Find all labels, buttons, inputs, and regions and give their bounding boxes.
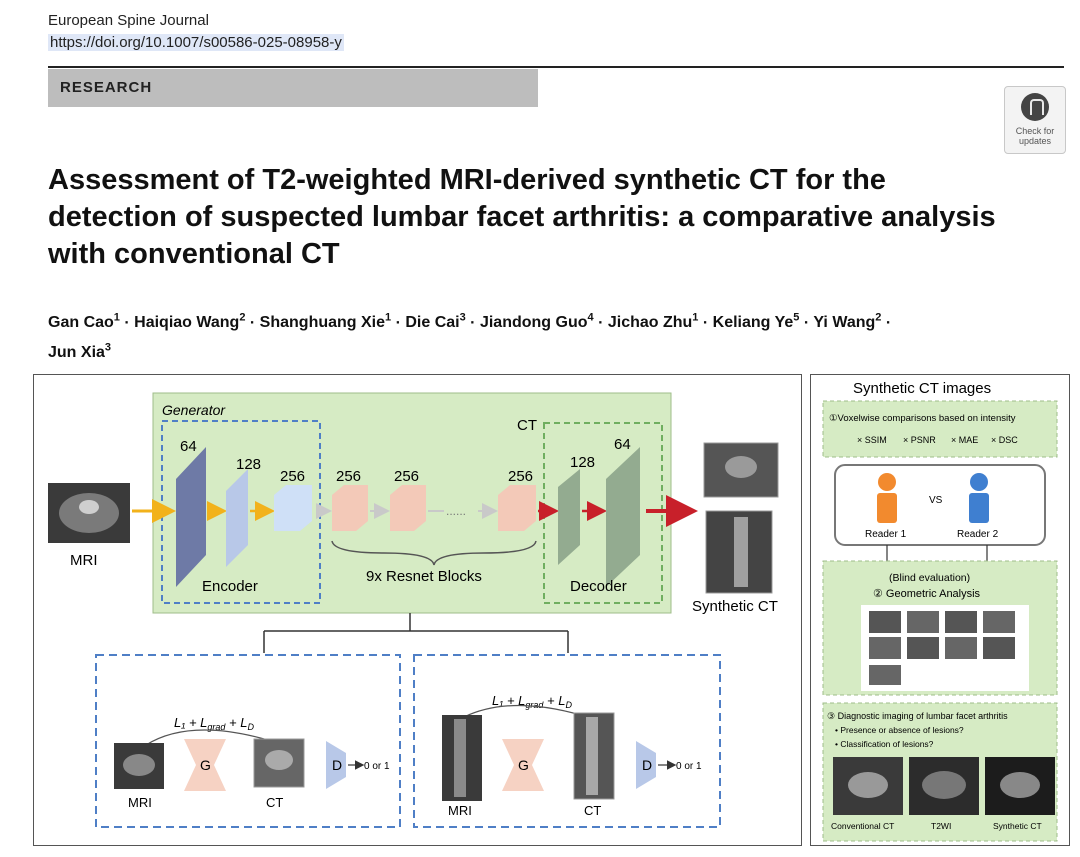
svg-text:256: 256 [336,468,361,485]
svg-text:0 or 1: 0 or 1 [364,761,390,772]
generator-g-2 [502,739,544,791]
author-affiliation: 2 [875,312,882,324]
resnet-block-1 [332,485,368,531]
svg-text:256: 256 [394,468,419,485]
section-banner: RESEARCH [48,69,538,107]
step1-label: ①Voxelwise comparisons based on intensit… [829,413,1016,424]
dim-64-enc: 64 [180,438,197,455]
encoder-label: Encoder [202,578,258,595]
decoder-label: Decoder [570,578,627,595]
svg-text:× DSC: × DSC [991,435,1018,445]
author-name[interactable]: Haiqiao Wang2 [134,312,246,332]
step1-box [822,400,1058,458]
discriminator-panel-sagittal [413,654,721,828]
reader2-icon [970,473,988,491]
generator-g-1 [184,739,226,791]
svg-text:D: D [642,757,652,773]
step3-label: ③ Diagnostic imaging of lumbar facet art… [827,711,1008,721]
figure-architecture: Generator CT MRI 64 128 256 Encoder 256 … [33,374,802,846]
article-title: Assessment of T2-weighted MRI-derived sy… [48,164,996,270]
discriminator-d-2 [636,741,656,789]
resnet-brace [331,540,537,566]
svg-text:D: D [332,757,342,773]
svg-text:G: G [200,757,211,773]
svg-text:× MAE: × MAE [951,435,978,445]
encoder-layer-128 [226,469,248,567]
author-affiliation: 2 [239,312,246,324]
author-name[interactable]: Yi Wang2 [813,312,882,332]
author-name[interactable]: Jiandong Guo4 [479,312,594,332]
svg-text:MRI: MRI [128,795,152,810]
svg-text:Synthetic CT: Synthetic CT [993,821,1042,831]
generator-label: Generator [162,402,226,418]
svg-text:256: 256 [508,468,533,485]
author-affiliation: 1 [385,312,392,324]
architecture-diagram: Generator CT MRI 64 128 256 Encoder 256 … [48,392,779,828]
author-name[interactable]: Jun Xia3 [48,341,112,361]
decoder-layer-64 [606,447,640,587]
resnet-block-2 [390,485,426,531]
encoder-layer-256 [274,485,312,531]
eval-title: Synthetic CT images [853,380,991,397]
resnet-block-9 [498,485,536,531]
synthetic-ct-label: Synthetic CT [692,598,778,615]
svg-text:CT: CT [266,795,283,810]
author-affiliation: 1 [692,312,699,324]
journal-name: European Spine Journal [48,12,209,29]
author-list: Gan Cao1 · Haiqiao Wang2 · Shanghuang Xi… [48,312,892,361]
author-affiliation: 5 [793,312,800,324]
author-affiliation: 3 [104,341,112,354]
svg-text:CT: CT [584,803,601,818]
bookmark-icon [1021,93,1049,121]
svg-text:0 or 1: 0 or 1 [676,761,702,772]
author-name[interactable]: Keliang Ye5 [712,312,800,332]
author-affiliation: 4 [587,312,594,324]
author-affiliation: 3 [459,312,466,324]
author-name[interactable]: Gan Cao1 [48,312,120,332]
loss-label-1: L₁ + Lgrad + LD [174,715,254,732]
doi-link[interactable]: https://doi.org/10.1007/s00586-025-08958… [48,34,344,51]
author-name[interactable]: Die Cai3 [405,312,466,332]
figure-evaluation: Synthetic CT images ①Voxelwise compariso… [810,374,1070,846]
svg-text:MRI: MRI [448,803,472,818]
reader1-icon [878,473,896,491]
loss-label-2: L₁ + Lgrad + LD [492,693,572,710]
encoder-layer-64 [176,447,206,587]
svg-text:VS: VS [929,495,943,506]
dim-256-enc: 256 [280,468,305,485]
section-label: RESEARCH [60,79,153,96]
mri-label: MRI [70,552,98,569]
author-name[interactable]: Jichao Zhu1 [607,312,699,332]
svg-text:G: G [518,757,529,773]
dim-128-enc: 128 [236,456,261,473]
resnet-label: 9x Resnet Blocks [366,568,482,585]
svg-text:• Classification of lesions?: • Classification of lesions? [835,739,934,749]
ct-label: CT [517,417,537,434]
discriminator-panel-axial [95,654,401,828]
decoder-layer-128 [558,469,580,565]
svg-text:T2WI: T2WI [931,821,951,831]
svg-text:× PSNR: × PSNR [903,435,936,445]
blind-label: (Blind evaluation) [889,572,970,584]
evaluation-diagram: Synthetic CT images ①Voxelwise compariso… [822,380,1058,842]
ellipsis: ...... [446,504,466,518]
reader2-label: Reader 2 [957,529,999,540]
header-rule [48,66,1064,68]
svg-text:• Presence or absence of lesio: • Presence or absence of lesions? [835,725,964,735]
dim-64-dec: 64 [614,436,631,453]
step2-label: ② Geometric Analysis [873,588,981,600]
dim-128-dec: 128 [570,454,595,471]
reader1-label: Reader 1 [865,529,907,540]
author-affiliation: 1 [113,312,120,324]
discriminator-d-1 [326,741,346,789]
svg-text:Conventional CT: Conventional CT [831,821,894,831]
author-name[interactable]: Shanghuang Xie1 [259,312,392,332]
svg-text:× SSIM: × SSIM [857,435,887,445]
